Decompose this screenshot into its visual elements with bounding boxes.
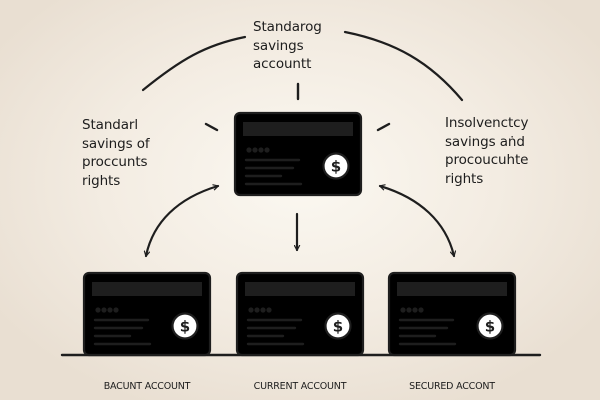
tick-mark — [376, 122, 391, 132]
top-arc — [141, 35, 247, 92]
left-caption: Standarl savings of proccunts rights — [82, 117, 150, 189]
card-center: $ — [233, 111, 363, 197]
card-orange: $ — [387, 271, 517, 357]
curved-double-arrow-icon — [378, 184, 457, 258]
top-arc — [343, 30, 464, 102]
card-label-secured: SECURED ACCONT — [409, 381, 495, 392]
dollar-coin-icon: $ — [333, 318, 343, 336]
card-blue: $ — [82, 271, 212, 357]
card-label-bacunt: BACUNT ACCOUNT — [103, 381, 191, 392]
curved-double-arrow-icon — [143, 184, 220, 258]
card-label-current: CURRENT ACCOUNT — [253, 381, 347, 392]
right-caption: Insolvenctcy savings aṅd procoucuhte rig… — [445, 115, 529, 187]
card-red: $ — [235, 271, 365, 357]
tick-mark — [204, 122, 219, 132]
dollar-coin-icon: $ — [331, 158, 341, 176]
dollar-coin-icon: $ — [180, 318, 190, 336]
top-caption: Standarog savings accountt — [253, 19, 322, 72]
dollar-coin-icon: $ — [485, 318, 495, 336]
